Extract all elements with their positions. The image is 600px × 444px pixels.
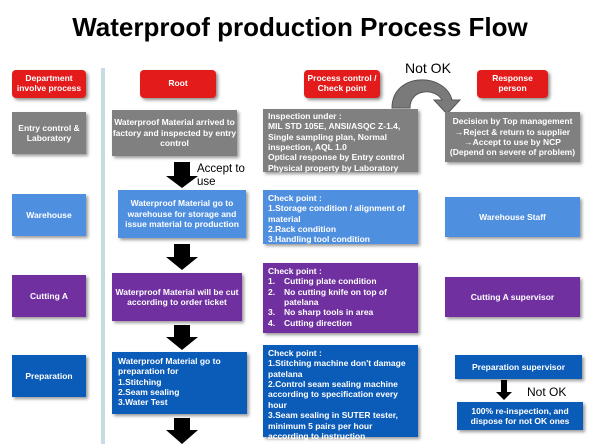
response-entry-line: Decision by Top management: [452, 116, 573, 127]
check-warehouse-line: 2.Rack condition: [268, 224, 337, 235]
header-response-person: Response person: [477, 70, 548, 98]
down-arrow-2: [166, 244, 198, 270]
response-preparation: Preparation supervisor: [455, 355, 582, 379]
check-cutting-item: 3. No sharp tools in area: [268, 307, 413, 317]
check-preparation: Check point : 1.Stitching machine don't …: [263, 345, 418, 441]
root-entry: Waterproof Material arrived to factory a…: [112, 110, 237, 156]
not-ok-down-arrow: [496, 380, 512, 400]
accept-label: Accept to use: [197, 163, 245, 188]
item-text: Cutting plate condition: [284, 276, 377, 287]
dept-entry-control: Entry control & Laboratory: [12, 112, 86, 154]
response-cutting: Cutting A supervisor: [445, 277, 580, 317]
root-preparation-line: 2.Seam sealing: [118, 387, 180, 398]
header-process-control: Process control / Check point: [304, 70, 380, 98]
check-entry-line: MIL STD 105E, ANSI/ASQC Z-1.4, Single sa…: [268, 121, 401, 153]
response-entry-line: →Reject & return to supplier: [454, 126, 571, 137]
check-cutting: Check point : 1. Cutting plate condition…: [263, 263, 418, 333]
root-warehouse: Waterproof Material go to warehouse for …: [118, 190, 246, 238]
root-cutting: Waterproof Material will be cut accordin…: [112, 273, 242, 321]
page-title: Waterproof production Process Flow: [72, 12, 528, 42]
item-text: No sharp tools in area: [284, 307, 374, 318]
curved-arrow: [391, 79, 462, 115]
header-root: Root: [140, 70, 216, 98]
response-preparation-extra: 100% re-inspection, and dispose for not …: [457, 402, 583, 430]
check-warehouse-line: 3.Handling tool condition: [268, 234, 370, 245]
down-arrow-3: [166, 325, 198, 350]
response-entry: Decision by Top management →Reject & ret…: [445, 112, 580, 162]
down-arrow-1: [166, 162, 198, 188]
check-warehouse-line: 1.Storage condition / alignment of mater…: [268, 203, 405, 224]
response-entry-line: (Depend on severe of problem): [449, 147, 576, 158]
not-ok-top-label: Not OK: [405, 60, 451, 76]
check-preparation-line: 1.Stitching machine don't damage patelan…: [268, 358, 406, 379]
check-preparation-line: 2.Control seam sealing machine according…: [268, 379, 398, 410]
check-entry-line: Physical property by Laboratory: [268, 162, 399, 173]
check-cutting-item: 4. Cutting direction: [268, 318, 413, 328]
item-number: 1.: [268, 276, 276, 287]
check-entry: Inspection under : MIL STD 105E, ANSI/AS…: [263, 109, 418, 173]
root-preparation-line: 1.Stitching: [118, 376, 162, 387]
check-cutting-item: 2. No cutting knife on top of patelana: [268, 287, 413, 308]
check-entry-line: Inspection under :: [268, 111, 342, 121]
item-number: 4.: [268, 317, 276, 328]
item-text: Cutting direction: [284, 317, 352, 328]
response-entry-line: →Accept to use by NCP: [464, 137, 561, 147]
item-number: 3.: [268, 307, 276, 318]
header-department: Department involve process: [12, 70, 86, 98]
check-warehouse-title: Check point :: [268, 193, 322, 203]
dept-preparation: Preparation: [12, 355, 86, 397]
response-warehouse: Warehouse Staff: [445, 197, 580, 237]
root-preparation-title: Waterproof Material go to preparation fo…: [118, 356, 221, 377]
item-number: 2.: [268, 286, 276, 297]
check-cutting-title: Check point :: [268, 266, 322, 276]
dept-cutting-a: Cutting A: [12, 275, 86, 317]
not-ok-bottom-label: Not OK: [527, 385, 567, 399]
root-preparation-line: 3.Water Test: [118, 397, 168, 408]
check-cutting-item: 1. Cutting plate condition: [268, 276, 413, 286]
check-preparation-line: 3.Seam sealing in SUTER tester, minimum …: [268, 410, 398, 441]
item-text: No cutting knife on top of patelana: [284, 286, 387, 308]
check-warehouse: Check point : 1.Storage condition / alig…: [263, 190, 418, 244]
check-preparation-title: Check point :: [268, 348, 322, 358]
root-preparation: Waterproof Material go to preparation fo…: [112, 352, 247, 414]
dept-warehouse: Warehouse: [12, 194, 86, 236]
check-entry-line: Optical response by Entry control: [268, 152, 405, 163]
down-arrow-4: [166, 418, 198, 444]
column-divider: [101, 68, 105, 444]
